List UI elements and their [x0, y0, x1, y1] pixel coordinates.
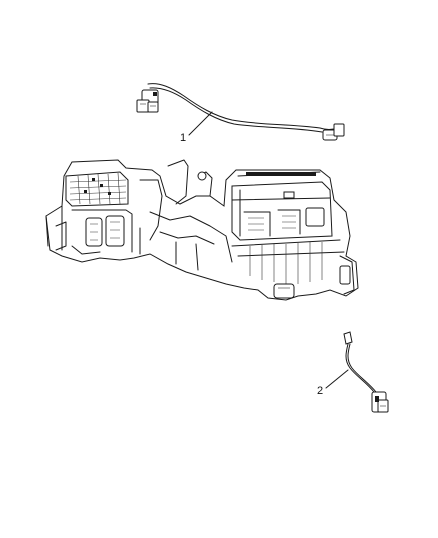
callout-label-2: 2	[317, 385, 324, 397]
leader-line-2	[325, 369, 349, 389]
evaporator-case	[231, 171, 333, 241]
grille-top-left	[65, 171, 129, 207]
harness-right-connector	[319, 123, 345, 141]
leader-line-1	[188, 111, 213, 136]
wiring-harness-part-1[interactable]	[136, 83, 345, 141]
callout-label-1: 1	[180, 132, 187, 144]
harness-left-connector	[136, 89, 159, 113]
sensor-part-2[interactable]	[343, 331, 389, 413]
hvac-housing-assembly	[45, 159, 359, 301]
